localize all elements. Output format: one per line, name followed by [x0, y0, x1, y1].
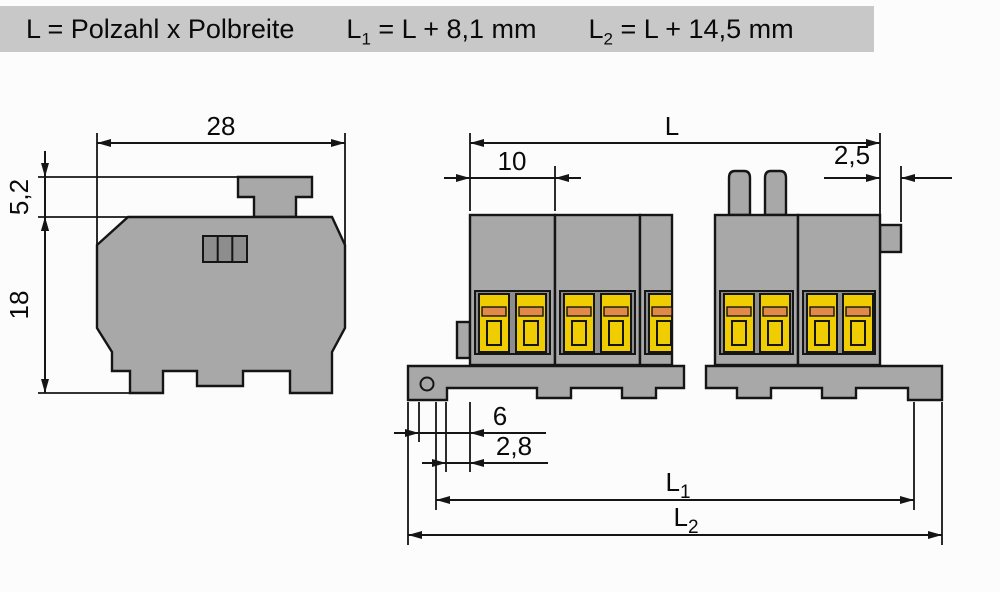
dim-tab-2-5-label: 2,5 — [834, 140, 870, 170]
fixing-hole — [419, 376, 435, 392]
mounting-base-left — [406, 364, 686, 402]
dim-L1: L1 — [436, 467, 914, 504]
dim-latch-5-2: 5,2 — [4, 151, 49, 243]
dim-width-28-label: 28 — [207, 111, 236, 141]
dim-rail-2-8: 2,8 — [422, 431, 548, 467]
dim-foot-6: 6 — [394, 401, 546, 437]
clamp-inserts — [481, 306, 871, 317]
dim-rail-2-8-label: 2,8 — [496, 431, 532, 461]
side-latch — [236, 175, 314, 219]
formula-bar: L = Polzahl x Polbreite L1 = L + 8,1 mm … — [0, 6, 874, 52]
dim-tab-2-5: 2,5 — [824, 140, 952, 182]
dim-height-18: 18 — [4, 217, 49, 393]
mounting-base-right — [704, 364, 944, 402]
formula-L2: L2 = L + 14,5 mm — [588, 13, 794, 48]
left-end-tab — [455, 320, 472, 360]
push-buttons — [727, 169, 788, 217]
side-body — [95, 215, 347, 395]
right-side-flange — [878, 223, 903, 254]
side-extension-lines — [38, 133, 346, 394]
conductor-slots — [486, 320, 866, 346]
formula-L1: L1 = L + 8,1 mm — [346, 13, 537, 48]
dim-width-28: 28 — [97, 111, 345, 147]
dim-total-L: L — [470, 111, 880, 147]
formula-L: L = Polzahl x Polbreite — [26, 13, 295, 44]
dim-L1-label: L1 — [665, 467, 690, 503]
dim-total-L-label: L — [665, 111, 679, 141]
side-marking-cells — [202, 235, 248, 263]
dim-height-18-label: 18 — [4, 291, 34, 320]
dim-foot-6-label: 6 — [493, 401, 507, 431]
dim-pitch-10: 10 — [444, 146, 581, 182]
side-view: 28 5,2 18 — [4, 111, 347, 395]
front-view: L 10 2,5 6 2,8 — [394, 111, 952, 545]
dim-latch-5-2-label: 5,2 — [4, 179, 34, 215]
dim-pitch-10-label: 10 — [498, 146, 527, 176]
dim-L2: L2 — [408, 502, 942, 539]
front-extension-lines — [407, 133, 943, 545]
dim-L2-label: L2 — [673, 502, 698, 538]
